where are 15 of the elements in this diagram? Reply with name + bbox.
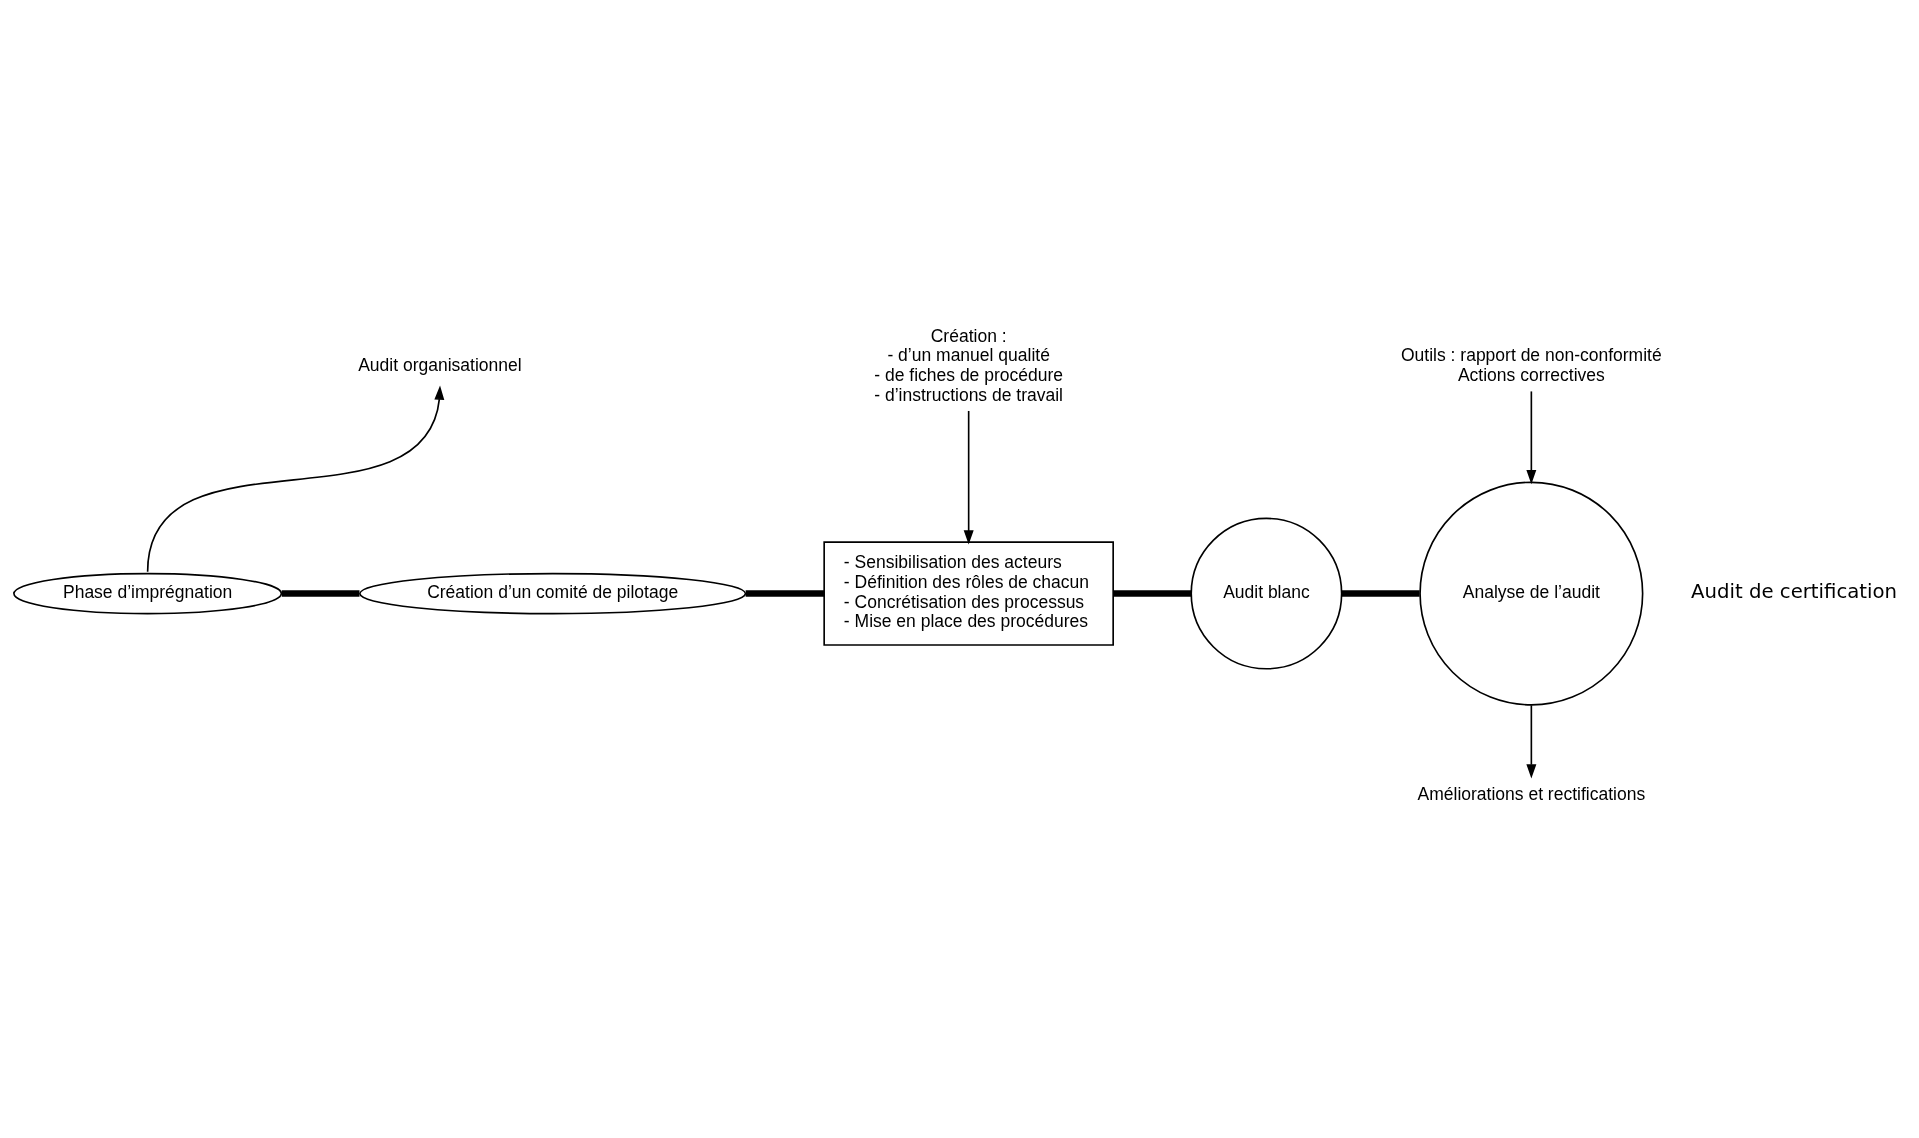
label: Audit de certification: [1690, 579, 1897, 603]
node-text: Outils : rapport de non-conformité Actions correctives: [1400, 344, 1662, 385]
node-circle: Analyse de l’audit: [1418, 481, 1643, 706]
node-text: Améliorations et rectifications: [1417, 783, 1645, 804]
node-circle: Audit blanc: [1189, 517, 1342, 670]
arrow: [146, 385, 444, 572]
node-text: Création : - d’un manuel qualité - de fiches de procédure - d’instructions de travail: [873, 325, 1063, 405]
node-box: - Sensibilisation des acteurs - Définition des rôles de chacun - Concrétisation des processus - Mise en place des procédures: [822, 540, 1114, 646]
node-ellipse: Phase d’imprégnation: [12, 572, 282, 614]
arrow: [1525, 390, 1536, 484]
node-ellipse: Création d’un comité de pilotage: [358, 572, 746, 614]
arrow: [963, 409, 974, 545]
node-text: Audit organisationnel: [357, 354, 522, 375]
arrow: [1525, 703, 1536, 779]
connector: [1341, 589, 1420, 597]
